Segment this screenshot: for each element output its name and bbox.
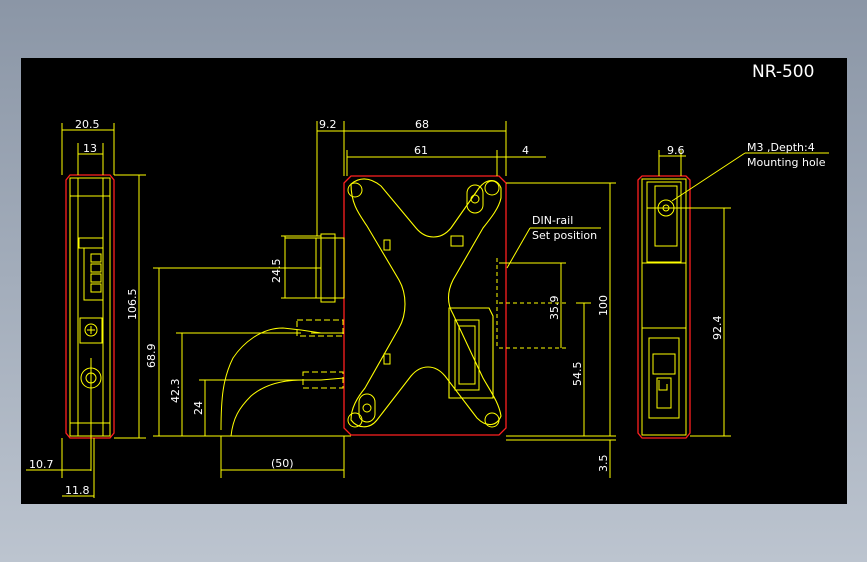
din-set-position-label: Set position (532, 229, 597, 242)
screw-icon (84, 323, 98, 337)
dim-24-5: 24.5 (270, 259, 283, 284)
technical-drawing: NR-500 20.5 13 (26, 62, 829, 498)
x-bracket (350, 178, 502, 428)
front-view-outline (343, 175, 507, 436)
dim-9-2: 9.2 (319, 118, 337, 131)
din-rail-label: DIN-rail (532, 214, 573, 227)
right-view-body (641, 178, 687, 436)
dim-54-5: 54.5 (571, 362, 584, 387)
right-side-view: 9.6 M3 ,Depth:4 Mounting hole 92.4 (637, 141, 829, 439)
left-side-view: 20.5 13 106.5 10.7 11.8 (26, 118, 146, 498)
dim-13: 13 (83, 142, 97, 155)
switch-module (448, 307, 494, 399)
left-view-outline (65, 174, 115, 439)
dim-24: 24 (192, 401, 205, 415)
right-view-outline (637, 175, 691, 439)
dim-10-7: 10.7 (29, 458, 54, 471)
dim-35-9: 35.9 (548, 296, 561, 321)
mounting-hole-label: Mounting hole (747, 156, 826, 169)
dim-42-3: 42.3 (169, 379, 182, 404)
dim-100: 100 (597, 295, 610, 316)
dim-3-5: 3.5 (597, 455, 610, 473)
dim-61: 61 (414, 144, 428, 157)
bottom-slot (358, 393, 376, 423)
top-slot (466, 184, 484, 214)
dim-92-4: 92.4 (711, 316, 724, 341)
cable-1 (296, 319, 344, 337)
dim-50: (50) (271, 457, 294, 470)
mounting-spec-label: M3 ,Depth:4 (747, 141, 815, 154)
dim-4: 4 (522, 144, 529, 157)
dim-68-9: 68.9 (145, 344, 158, 369)
front-view: 9.2 68 61 4 24.5 68.9 42.3 24 (50) (145, 118, 616, 478)
dim-68: 68 (415, 118, 429, 131)
cad-viewport[interactable]: NR-500 20.5 13 (21, 58, 847, 504)
drawing-title: NR-500 (752, 62, 814, 82)
dim-11-8: 11.8 (65, 484, 90, 497)
dim-20-5: 20.5 (75, 118, 100, 131)
left-view-body (69, 177, 111, 437)
dim-9-6: 9.6 (667, 144, 685, 157)
dim-106-5: 106.5 (126, 289, 139, 321)
